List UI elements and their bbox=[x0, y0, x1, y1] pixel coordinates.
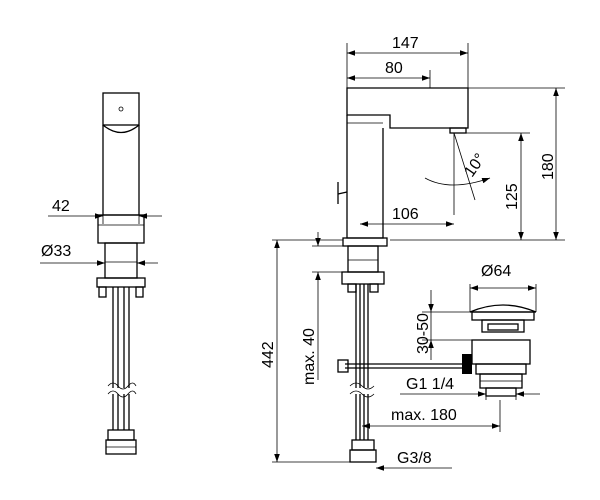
dim-waste-diameter: Ø64 bbox=[469, 263, 537, 312]
dim-spout-height: 125 bbox=[466, 132, 530, 240]
dim-overall-length: 442 bbox=[260, 239, 350, 463]
dim-waste-range: 30-50 bbox=[415, 290, 472, 360]
dim-spout-reach: 106 bbox=[360, 206, 454, 227]
waste-range-label: 30-50 bbox=[415, 313, 432, 354]
spout-depth-label: 80 bbox=[385, 60, 403, 77]
waste-assembly bbox=[469, 304, 537, 397]
dim-side-width: 42 bbox=[48, 198, 162, 224]
spout-height-label: 125 bbox=[504, 183, 521, 210]
dim-side-diameter: Ø33 bbox=[40, 243, 158, 266]
max-deck-label: max. 40 bbox=[301, 328, 318, 385]
side-diameter-label: Ø33 bbox=[41, 243, 71, 260]
front-view bbox=[337, 87, 472, 463]
total-height-label: 180 bbox=[540, 153, 557, 180]
dim-supply-thread: G3/8 bbox=[376, 450, 452, 471]
side-view bbox=[96, 92, 146, 455]
waste-diameter-label: Ø64 bbox=[481, 263, 511, 280]
dim-spout-depth: 80 bbox=[347, 60, 431, 88]
max-reach-label: max. 180 bbox=[391, 407, 457, 424]
waste-thread-label: G1 1/4 bbox=[406, 376, 454, 393]
supply-thread-label: G3/8 bbox=[397, 450, 432, 467]
dim-max-reach: max. 180 bbox=[362, 400, 501, 432]
dim-spout-angle: 10° bbox=[424, 132, 491, 215]
spout-angle-label: 10° bbox=[461, 151, 489, 181]
spout-reach-label: 106 bbox=[392, 206, 419, 223]
dim-waste-thread: G1 1/4 bbox=[400, 376, 540, 400]
dim-overall-depth: 147 bbox=[346, 35, 469, 88]
dim-total-height: 180 bbox=[390, 87, 565, 241]
overall-length-label: 442 bbox=[260, 341, 277, 368]
side-width-label: 42 bbox=[52, 198, 70, 215]
dim-max-deck: max. 40 bbox=[301, 232, 343, 385]
overall-depth-label: 147 bbox=[392, 35, 419, 52]
